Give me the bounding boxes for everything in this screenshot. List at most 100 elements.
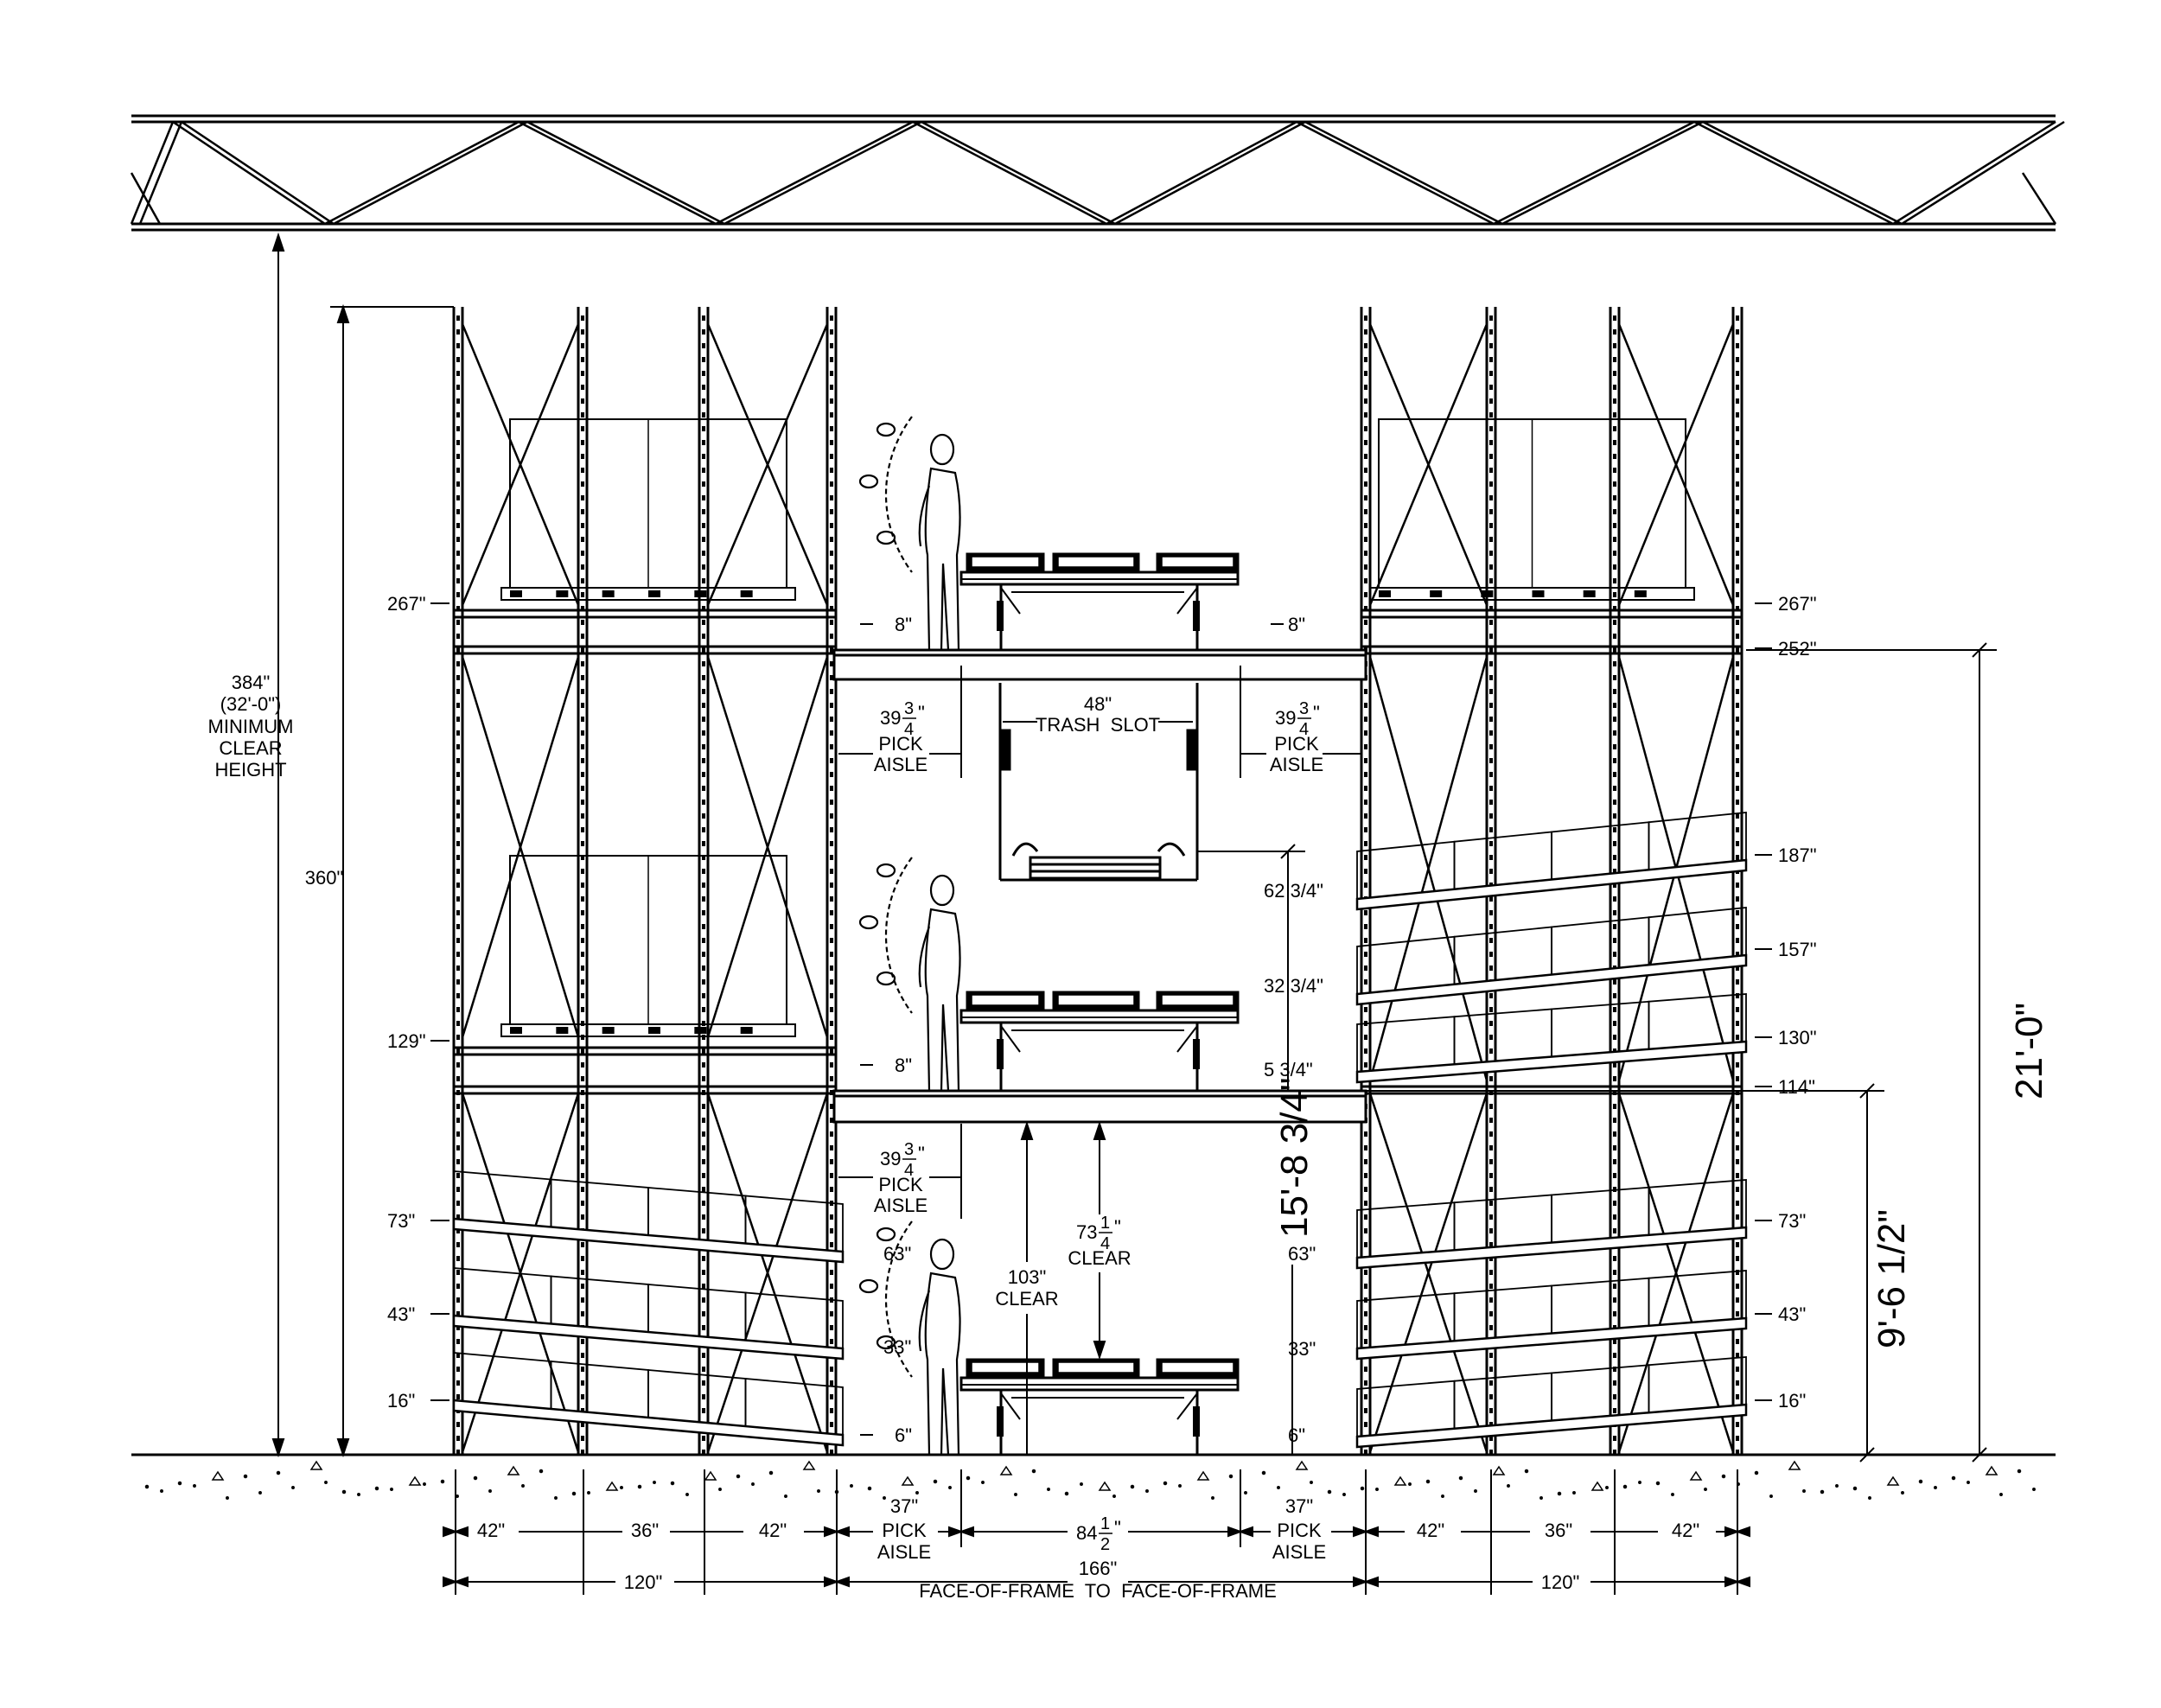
left-bay-1: 42" xyxy=(477,1520,505,1541)
vertical-dim-21ft: 21'-0" xyxy=(2008,1003,2050,1099)
left-bay-3: 42" xyxy=(759,1520,787,1541)
pick-aisle-bottom-right-line2: AISLE xyxy=(1272,1541,1326,1563)
person-dim-33: 33" xyxy=(883,1336,911,1358)
carton-flow-shelf xyxy=(1355,1040,1748,1084)
ground-slab xyxy=(131,1453,2056,1500)
svg-text:AISLE: AISLE xyxy=(874,1195,928,1216)
right-pallet-rack xyxy=(1355,307,1748,1455)
right-level-267: 267" xyxy=(1778,593,1817,615)
svg-text:3: 3 xyxy=(904,699,914,718)
reach-arc xyxy=(884,1220,913,1378)
trash-slot-label: TRASH SLOT xyxy=(1036,714,1160,736)
pick-aisle-bottom-right-value: 37" xyxy=(1285,1495,1313,1517)
person-arm xyxy=(918,485,931,547)
hand-icon xyxy=(858,474,879,489)
picker-person xyxy=(858,416,961,652)
pick-conveyor xyxy=(959,991,1240,1091)
carton xyxy=(1356,1016,1456,1072)
svg-text:PICK: PICK xyxy=(878,1174,923,1195)
left-total: 120" xyxy=(624,1571,663,1593)
pick-aisle-mid: 39 3 4 " PICK AISLE xyxy=(874,1140,928,1216)
carton-flow-shelf xyxy=(1355,1226,1748,1270)
svg-text:PICK: PICK xyxy=(1274,733,1319,755)
right-bay-3: 42" xyxy=(1672,1520,1699,1541)
svg-text:1: 1 xyxy=(1100,1214,1110,1233)
person-body xyxy=(924,467,961,652)
carton xyxy=(1551,1364,1650,1421)
vertical-dim-15ft: 15'-8 3/4" xyxy=(1273,1078,1316,1238)
mid-mezzanine-deck xyxy=(832,1089,1367,1124)
pick-aisle-bottom-right-line1: PICK xyxy=(1277,1520,1322,1541)
carton xyxy=(744,1195,844,1252)
carton-flow-shelf xyxy=(452,1399,845,1447)
carton xyxy=(1453,1194,1552,1251)
svg-text:": " xyxy=(1313,702,1320,723)
right-level-114: 114" xyxy=(1778,1076,1815,1098)
right-level-73: 73" xyxy=(1778,1210,1806,1232)
conveyor-dim-32: 32 3/4" xyxy=(1264,975,1323,997)
carton xyxy=(1648,1270,1747,1326)
carton xyxy=(1648,907,1747,966)
carton-flow-shelf xyxy=(1355,1403,1748,1449)
svg-text:": " xyxy=(918,702,925,723)
svg-text:AISLE: AISLE xyxy=(874,754,928,775)
carton xyxy=(744,1378,844,1435)
carton xyxy=(647,1284,747,1341)
carton-flow-shelf xyxy=(452,1314,845,1361)
right-total: 120" xyxy=(1541,1571,1580,1593)
reach-arc xyxy=(884,416,913,573)
ground-dim-63: 63" xyxy=(1288,1243,1316,1265)
gap-mid: 8" xyxy=(895,1055,912,1076)
carton xyxy=(1551,1000,1650,1057)
pick-aisle-bottom-left-line1: PICK xyxy=(882,1520,927,1541)
carton-flow-shelf xyxy=(1355,1316,1748,1361)
svg-text:84: 84 xyxy=(1076,1522,1097,1544)
svg-text:39: 39 xyxy=(880,707,901,729)
ground-dim-33: 33" xyxy=(1288,1338,1316,1360)
person-arm xyxy=(918,926,931,988)
svg-text:2: 2 xyxy=(1100,1535,1110,1554)
clear-height-line1: MINIMUM xyxy=(208,716,294,737)
svg-text:": " xyxy=(918,1143,925,1164)
svg-text:39: 39 xyxy=(1275,707,1296,729)
upper-mezzanine-deck xyxy=(832,648,1367,681)
carton xyxy=(1551,1277,1650,1334)
svg-text:4: 4 xyxy=(904,720,914,739)
left-level-73: 73" xyxy=(387,1210,415,1232)
right-bay-1: 42" xyxy=(1417,1520,1444,1541)
trash-slot-value: 48" xyxy=(1084,693,1112,715)
right-level-130: 130" xyxy=(1778,1027,1817,1048)
svg-text:4: 4 xyxy=(1100,1234,1110,1253)
carton xyxy=(1648,812,1747,870)
pick-aisle-bottom-left-value: 37" xyxy=(890,1495,918,1517)
carton-flow-shelf xyxy=(452,1217,845,1264)
left-level-16: 16" xyxy=(387,1390,415,1412)
overall-width-label: FACE-OF-FRAME TO FACE-OF-FRAME xyxy=(919,1580,1277,1602)
left-level-43: 43" xyxy=(387,1303,415,1325)
roof-truss xyxy=(130,114,2065,232)
left-pallet-rack xyxy=(452,307,845,1455)
center-width: 84 1 2 " xyxy=(1076,1514,1121,1554)
carton xyxy=(1453,1284,1552,1342)
carton xyxy=(550,1178,649,1235)
carton xyxy=(550,1275,649,1332)
hand-icon xyxy=(876,530,896,545)
person-dim-63: 63" xyxy=(883,1243,911,1265)
svg-text:39: 39 xyxy=(880,1148,901,1169)
hand-icon xyxy=(858,1278,879,1294)
svg-text:4: 4 xyxy=(904,1161,914,1180)
rack-height-label: 360" xyxy=(305,867,344,889)
clear-height-value: 384" xyxy=(232,672,271,693)
svg-text:73: 73 xyxy=(1076,1221,1097,1243)
svg-text:1: 1 xyxy=(1100,1514,1110,1533)
hand-icon xyxy=(876,1227,896,1242)
gap-ground: 6" xyxy=(895,1424,912,1446)
carton xyxy=(1648,1356,1747,1413)
hand-icon xyxy=(876,971,896,986)
svg-text:": " xyxy=(1114,1517,1121,1539)
vertical-dim-9ft: 9'-6 1/2" xyxy=(1871,1209,1913,1348)
right-level-252: 252" xyxy=(1778,638,1817,660)
reach-arc xyxy=(884,857,913,1014)
svg-text:AISLE: AISLE xyxy=(1270,754,1323,775)
